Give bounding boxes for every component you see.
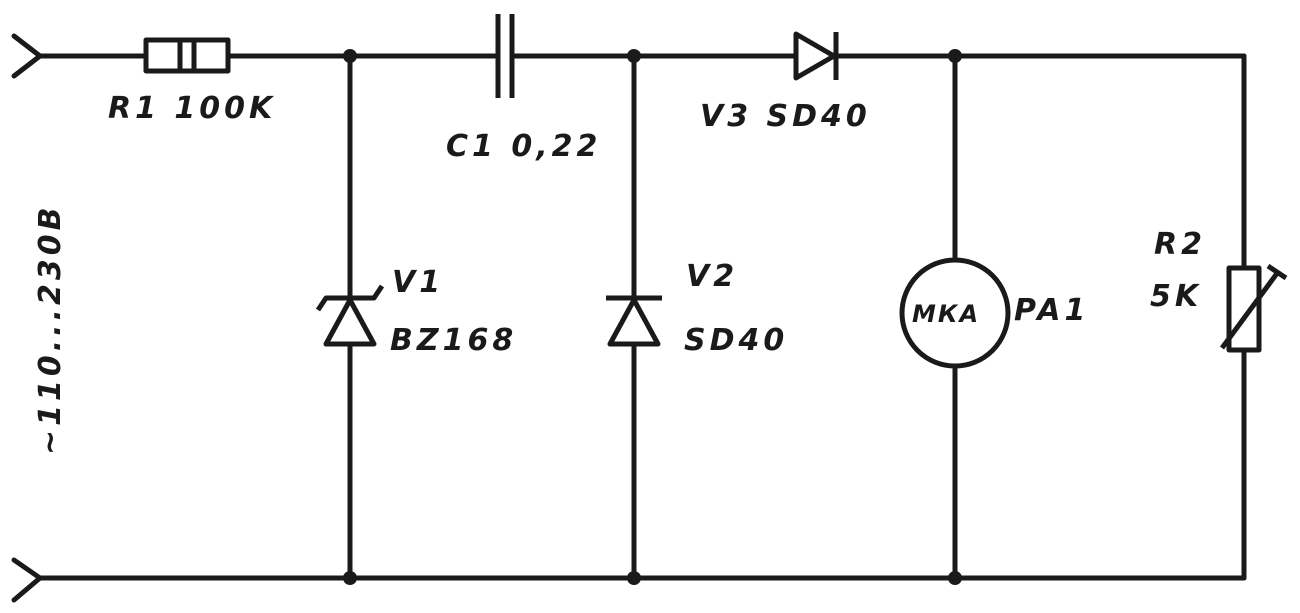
r2-variable-resistor-symbol: [1219, 263, 1288, 353]
r2-name-label: R2: [1154, 227, 1206, 262]
v1-type-label: BZ168: [390, 323, 517, 358]
junction-node-top-2: [627, 49, 641, 63]
input-terminal-top: [11, 33, 43, 79]
v2-diode-symbol: [606, 295, 662, 347]
supply-voltage-label: ~110...230B: [33, 204, 68, 455]
junction-node-top-1: [343, 49, 357, 63]
c1-capacitor-symbol: [495, 14, 515, 98]
r1-label: R1 100K: [108, 91, 276, 126]
junction-node-bottom-2: [627, 571, 641, 585]
pa1-label: PA1: [1014, 293, 1089, 328]
c1-label: C1 0,22: [446, 129, 601, 164]
r1-resistor-symbol: [143, 37, 231, 74]
v1-zener-symbol: [315, 284, 385, 347]
v3-diode-symbol: [793, 31, 839, 81]
pa1-meter-symbol: [899, 257, 1011, 369]
r2-value-label: 5K: [1150, 279, 1202, 314]
v2-name-label: V2: [686, 259, 738, 294]
meter-unit-label: МКА: [912, 300, 980, 328]
junction-node-bottom-3: [948, 571, 962, 585]
junction-node-top-3: [948, 49, 962, 63]
v3-label: V3 SD40: [700, 99, 871, 134]
v2-type-label: SD40: [684, 323, 788, 358]
input-terminal-bottom: [11, 557, 43, 603]
junction-node-bottom-1: [343, 571, 357, 585]
v1-name-label: V1: [392, 265, 444, 300]
